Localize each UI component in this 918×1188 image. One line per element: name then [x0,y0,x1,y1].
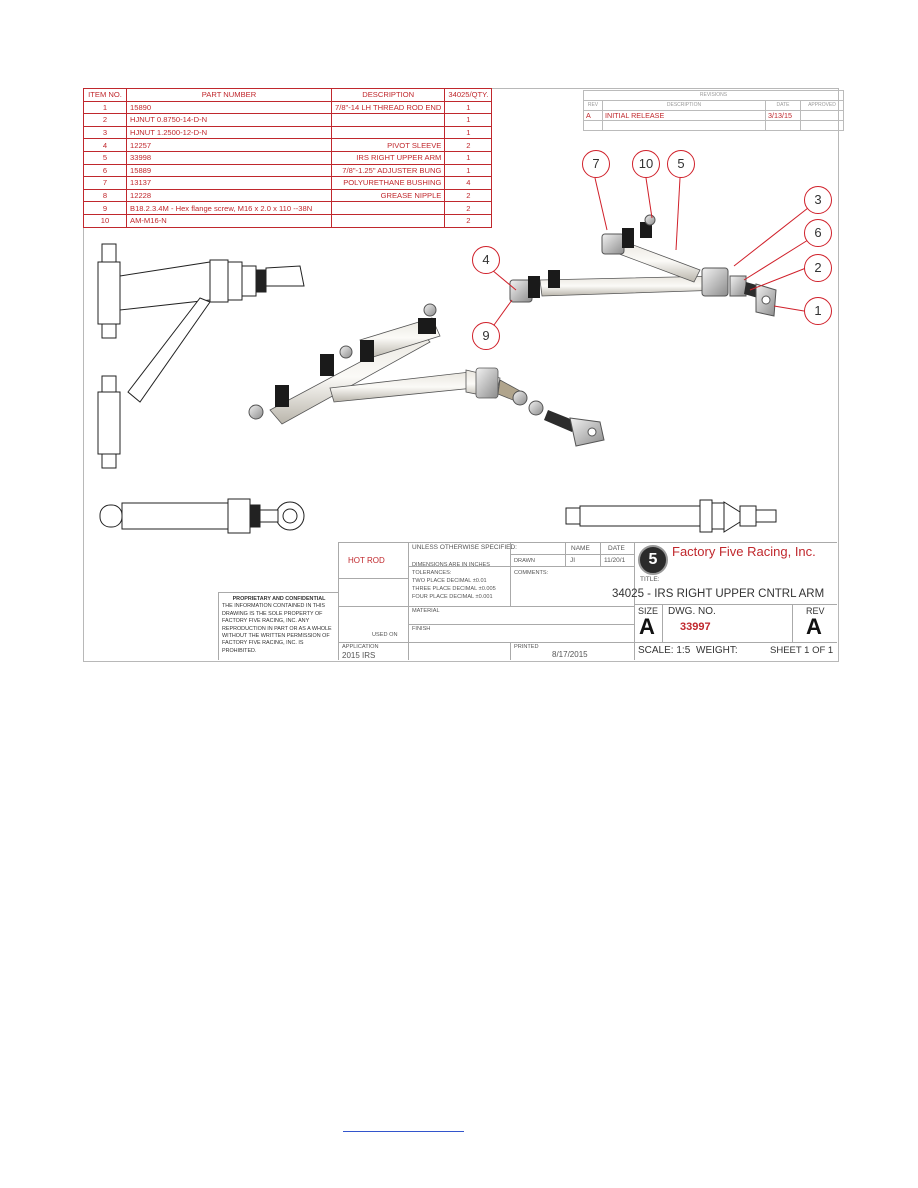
revisions-table: REVISIONS REV DESCRIPTION DATE APPROVED … [583,90,844,131]
drawn-label: DRAWN [514,558,535,564]
sheet-label: SHEET 1 OF 1 [770,645,834,656]
dwg-number: 33997 [680,621,711,633]
balloon-5: 5 [667,150,695,178]
proprietary-text: THE INFORMATION CONTAINED IN THIS DRAWIN… [222,603,332,654]
title-label: TITLE: [640,576,660,583]
size-value: A [639,614,655,639]
tolerance-two-place: TWO PLACE DECIMAL ±0.01 [412,578,487,584]
application-label: APPLICATION [342,644,379,650]
material-label: MATERIAL [412,608,440,614]
used-on-label: USED ON [372,632,398,638]
name-header: NAME [571,545,590,552]
proprietary-notice: PROPRIETARY AND CONFIDENTIAL THE INFORMA… [222,596,336,655]
balloon-4: 4 [472,246,500,274]
drawing-title: 34025 - IRS RIGHT UPPER CNTRL ARM [612,588,825,600]
dwg-no-label: DWG. NO. [668,606,716,617]
weight-label: WEIGHT: [696,645,738,656]
printed-date: 8/17/2015 [552,650,588,659]
comments-label: COMMENTS: [514,570,549,576]
finish-label: FINISH [412,626,431,632]
company-name: Factory Five Racing, Inc. [672,544,816,559]
tolerances-label: TOLERANCES: [412,570,452,576]
application-value: 2015 IRS [342,651,376,660]
balloon-6: 6 [804,219,832,247]
bom-qty: 4 [444,176,493,190]
balloon-2: 2 [804,254,832,282]
top-view-drawing [97,243,305,469]
balloon-10: 10 [632,150,660,178]
side-view-drawing [99,498,305,534]
rev-value: A [806,614,822,639]
drawn-name: JI [570,557,576,564]
tolerance-three-place: THREE PLACE DECIMAL ±0.005 [412,586,496,592]
rev-label: REV [806,606,825,616]
bill-of-materials: ITEM NO. PART NUMBER DESCRIPTION 34025/Q… [83,88,493,228]
balloon-3: 3 [804,186,832,214]
proprietary-title: PROPRIETARY AND CONFIDENTIAL [232,596,326,602]
assembled-iso-view-right [509,214,777,317]
balloon-9: 9 [472,322,500,350]
drawing-views [97,177,809,534]
unless-specified: UNLESS OTHERWISE SPECIFIED: [412,544,517,551]
balloon-7: 7 [582,150,610,178]
date-header: DATE [608,545,625,552]
dims-note: DIMENSIONS ARE IN INCHES [412,562,491,568]
bom-item: 10 [83,213,127,228]
hot-rod-label: HOT ROD [348,556,385,565]
company-logo: 5 [638,545,668,575]
bom-qty: 2 [444,213,493,228]
bom-desc [330,213,446,228]
tolerance-four-place: FOUR PLACE DECIMAL ±0.001 [412,594,493,600]
end-view-drawing [565,499,777,533]
scale-label: SCALE: 1:5 [638,645,691,656]
balloon-leaders [491,177,809,326]
exploded-iso-view-left [248,303,605,447]
footer-link-underline[interactable] [343,1131,464,1132]
size-label: SIZE [638,606,659,616]
printed-label: PRINTED [514,644,539,650]
logo-number: 5 [648,551,658,568]
drawn-date: 11/20/1 [604,557,626,564]
balloon-1: 1 [804,297,832,325]
